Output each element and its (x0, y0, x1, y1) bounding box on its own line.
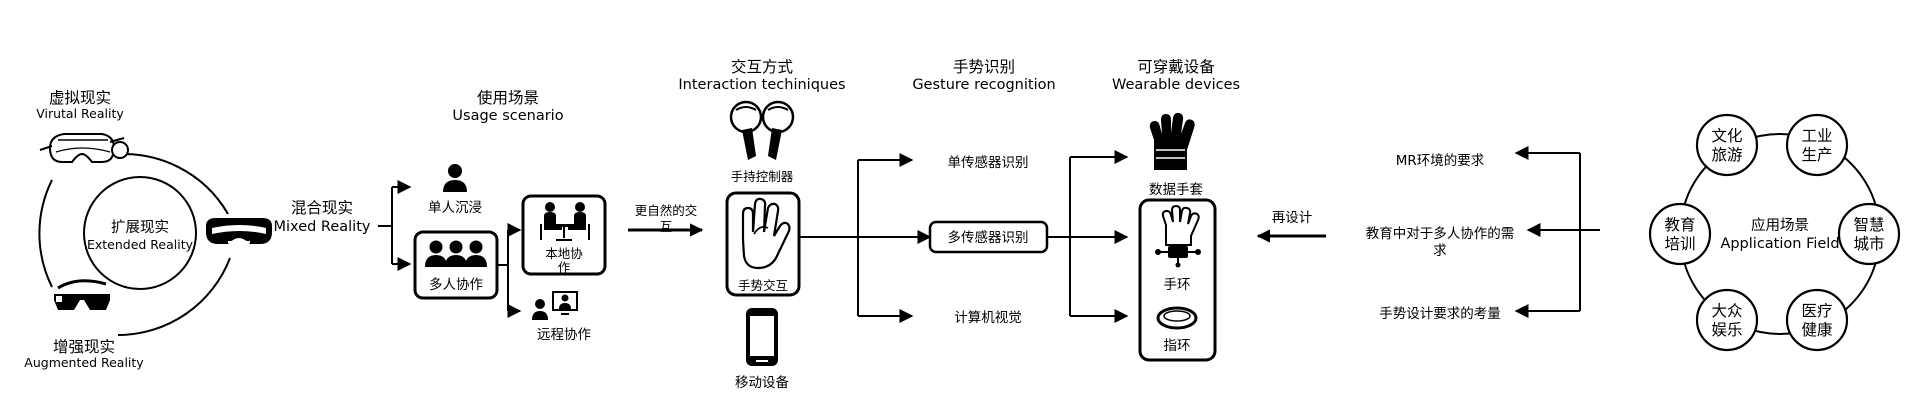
application-center-zh: 应用场景 (1751, 216, 1809, 234)
xr-center-zh: 扩展现实 (111, 219, 169, 236)
vr-label-zh: 虚拟现实 (49, 89, 111, 107)
redesign-label: 再设计 (1272, 210, 1313, 226)
interaction-techniques: 交互方式 Interaction techiniques 手持控制器 手势交互 … (678, 58, 845, 391)
mr-label-en: Mixed Reality (274, 219, 371, 235)
svg-text:大众: 大众 (1711, 302, 1742, 320)
svg-text:健康: 健康 (1801, 321, 1832, 339)
mobile-device-label: 移动设备 (735, 374, 789, 391)
svg-text:城市: 城市 (1853, 235, 1884, 253)
svg-text:工业: 工业 (1801, 127, 1832, 145)
recognition-title-zh: 手势识别 (953, 58, 1015, 76)
usage-title-zh: 使用场景 (477, 89, 539, 107)
svg-text:教育: 教育 (1664, 216, 1695, 234)
svg-text:生产: 生产 (1801, 146, 1832, 164)
node-culture-tourism: 文化 旅游 (1695, 113, 1759, 177)
ring-label: 指环 (1164, 338, 1191, 354)
single-person-icon (443, 164, 467, 192)
interaction-title-zh: 交互方式 (731, 58, 793, 76)
wristband-hand-icon (1155, 204, 1201, 268)
multi-collab-label: 多人协作 (429, 276, 483, 293)
requirement-education-label-1: 教育中对于多人协作的需 (1366, 225, 1515, 242)
data-glove-label: 数据手套 (1149, 182, 1203, 198)
svg-text:娱乐: 娱乐 (1711, 321, 1742, 339)
ar-label-zh: 增强现实 (53, 338, 115, 356)
svg-text:培训: 培训 (1664, 235, 1695, 253)
node-public-entertainment: 大众 娱乐 (1695, 288, 1759, 352)
xr-outer-arc-left (38, 179, 53, 288)
xr-center-en: Extended Reality (87, 237, 194, 252)
usage-title-en: Usage scenario (452, 108, 563, 124)
usage-scenario: 使用场景 Usage scenario 单人沉浸 多人协作 (378, 89, 607, 343)
redesign-section: 再设计 MR环境的要求 教育中对于多人协作的需 求 手势设计要求的考量 (1256, 146, 1600, 322)
xr-inner-circle (83, 176, 197, 290)
requirement-mr-label: MR环境的要求 (1396, 153, 1485, 169)
mobile-phone-icon (746, 308, 778, 366)
node-medical-health: 医疗 健康 (1785, 288, 1849, 352)
remote-collab-icon (532, 291, 578, 320)
wearable-title-zh: 可穿戴设备 (1137, 58, 1215, 76)
requirement-education-label-2: 求 (1433, 243, 1447, 259)
controller-label: 手持控制器 (731, 169, 794, 184)
node-smart-city: 智慧 城市 (1837, 202, 1901, 266)
wristband-label: 手环 (1164, 277, 1191, 293)
svg-text:旅游: 旅游 (1711, 146, 1742, 164)
svg-text:医疗: 医疗 (1801, 302, 1832, 320)
application-center-en: Application Field (1720, 236, 1839, 252)
vr-headset-icon (39, 133, 129, 163)
mr-headset-icon (206, 218, 272, 244)
gesture-recognition: 手势识别 Gesture recognition 单传感器识别 多传感器识别 计… (912, 58, 1055, 326)
meeting-icon (540, 202, 590, 241)
data-glove-icon (1149, 112, 1195, 170)
computer-vision-label: 计算机视觉 (954, 310, 1022, 326)
natural-interaction-label-1: 更自然的交 (635, 203, 698, 218)
node-education-training: 教育 培训 (1648, 202, 1712, 266)
ring-icon (1156, 306, 1198, 330)
gesture-interaction-label: 手势交互 (738, 278, 788, 293)
wearable-devices: 可穿戴设备 Wearable devices 数据手套 手环 指环 (1112, 58, 1240, 362)
xr-cluster: 扩展现实 Extended Reality 虚拟现实 Virutal Reali… (24, 89, 371, 370)
hand-gesture-icon (741, 197, 791, 270)
remote-collab-label: 远程协作 (537, 327, 591, 343)
ar-glasses-icon (54, 279, 110, 310)
single-sensor-label: 单传感器识别 (948, 154, 1029, 171)
svg-text:智慧: 智慧 (1853, 216, 1884, 234)
interaction-title-en: Interaction techiniques (678, 77, 845, 93)
local-collab-label-1: 本地协 (545, 246, 583, 261)
wearable-title-en: Wearable devices (1112, 77, 1240, 93)
mr-label-zh: 混合现实 (291, 199, 353, 217)
recognition-title-en: Gesture recognition (912, 77, 1055, 93)
requirement-gesture-label: 手势设计要求的考量 (1379, 306, 1501, 322)
vr-label-en: Virutal Reality (36, 106, 124, 121)
controller-icon (729, 100, 795, 160)
multi-sensor-label: 多传感器识别 (948, 229, 1029, 246)
svg-text:文化: 文化 (1711, 127, 1742, 145)
application-field: 应用场景 Application Field 文化 旅游 工业 生产 智慧 城市… (1648, 113, 1901, 352)
natural-interaction-label-2: 互 (660, 219, 673, 234)
local-collab-label-2: 作 (558, 260, 571, 275)
xr-outer-arc-bottom (117, 257, 231, 336)
node-industry-production: 工业 生产 (1785, 113, 1849, 177)
single-immersion-label: 单人沉浸 (428, 200, 482, 216)
group-people-icon (425, 240, 487, 267)
ar-label-en: Augmented Reality (24, 355, 144, 370)
